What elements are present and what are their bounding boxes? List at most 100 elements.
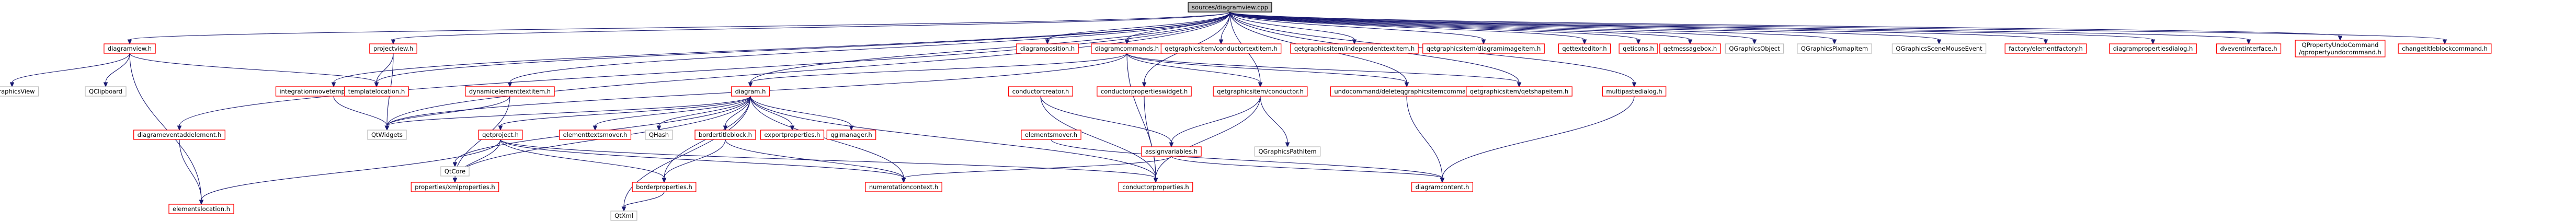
node-box [1466,86,1572,97]
node-box [2398,43,2492,54]
node-dveventinterface-h[interactable]: dveventinterface.h [2216,43,2282,54]
node-label: dveventinterface.h [2220,45,2277,52]
edge-line [1229,11,1585,40]
node-label: qetgraphicsitem/diagramimageitem.h [1427,45,1541,52]
edge-arrowhead [1440,178,1445,183]
edge-line [1229,11,1835,40]
node-box [1160,43,1282,54]
node-diagram-h[interactable]: diagram.h [731,86,770,97]
node-label: qetgraphicsitem/independenttextitem.h [1294,45,1415,52]
node-diagrampropertiesdialog-h[interactable]: diagrampropertiesdialog.h [2109,43,2197,54]
node-bordertitleblock-h[interactable]: bordertitleblock.h [694,130,756,140]
node-conductorproperties-h[interactable]: conductorproperties.h [1118,182,1193,192]
node-qgimanager-h[interactable]: qgimanager.h [826,130,876,140]
edge-arrowhead [1218,39,1224,45]
node-QGraphicsPixmapItem: QGraphicsPixmapItem [1797,43,1872,54]
node-projectview-h[interactable]: projectview.h [369,43,417,54]
node-QtCore: QtCore [440,166,470,177]
edge-line [376,53,394,83]
node-diagramcommands-h[interactable]: diagramcommands.h [1091,43,1163,54]
node-label: undocommand/deleteqgraphicsitemcommand.h [1334,88,1479,95]
node-diagramcontent-h[interactable]: diagramcontent.h [1411,182,1474,192]
edge-line [386,96,751,126]
node-label: conductorpropertieswidget.h [1101,88,1188,95]
edge-root-to-qetmessagebox-h [1229,11,1693,45]
node-qetproject-h[interactable]: qetproject.h [478,130,523,140]
edge-qetgraphicsitem-conductor-h-to-conductorproperties-h [1153,96,1261,183]
node-qetgraphicsitem-qetshapeitem-h[interactable]: qetgraphicsitem/qetshapeitem.h [1466,86,1572,97]
edge-line [1229,11,1484,40]
node-properties-xmlproperties-h[interactable]: properties/xmlproperties.h [411,182,499,192]
node-box [1411,182,1474,192]
node-qetgraphicsitem-diagramimageitem-h[interactable]: qetgraphicsitem/diagramimageitem.h [1422,43,1545,54]
node-exportproperties-h[interactable]: exportproperties.h [760,130,825,140]
edge-line [664,139,726,179]
node-QClipboard: QClipboard [85,86,127,97]
node-qpropertyundocommand-h[interactable]: QPropertyUndoCommand/qpropertyundocomman… [2295,40,2386,57]
node-conductorcreator-h[interactable]: conductorcreator.h [1008,86,1073,97]
node-label: diagrameventaddelement.h [138,131,222,138]
edge-diagram-h-to-elementtextsmover-h [592,96,751,131]
node-changetitleblockcommand-h[interactable]: changetitleblockcommand.h [2398,43,2492,54]
edge-root-to-qpropertyundocommand-h [1229,11,2343,41]
node-conductorpropertieswidget-h[interactable]: conductorpropertieswidget.h [1097,86,1192,97]
node-undocommand-deleteqgraphicsitemcommand-h[interactable]: undocommand/deleteqgraphicsitemcommand.h [1330,86,1484,97]
edge-root-to-qetgraphicsitem-conductortextitem-h [1218,11,1230,45]
edge-diagramcommands-h-to-qetgraphicsitem-conductor-h [1126,53,1263,88]
edge-arrowhead [498,125,503,131]
edge-arrowhead [1169,142,1174,148]
edge-line [1229,11,2445,40]
edge-arrowhead [1153,178,1158,183]
edge-diagramcommands-h-to-conductorproperties-h [1126,53,1158,183]
node-templatelocation-h[interactable]: templatelocation.h [344,86,409,97]
node-label: diagram.h [735,88,766,95]
edge-arrowhead [723,125,728,131]
node-assignvariables-h[interactable]: assignvariables.h [1141,146,1202,157]
edge-line [1047,11,1230,40]
edge-line [1229,11,2341,37]
node-diagramposition-h[interactable]: diagramposition.h [1016,43,1079,54]
node-elementtextsmover-h[interactable]: elementtextsmover.h [558,130,632,140]
edge-arrowhead [849,125,854,131]
edge-arrowhead [1124,39,1130,45]
node-box [1008,86,1073,97]
node-label: diagramcommands.h [1095,45,1159,52]
node-dynamicelementtextitem-h[interactable]: dynamicelementtextitem.h [465,86,555,97]
node-qeticons-h[interactable]: qeticons.h [1618,43,1658,54]
node-qetgraphicsitem-conductor-h[interactable]: qetgraphicsitem/conductor.h [1213,86,1308,97]
node-label: templatelocation.h [348,88,405,95]
node-box [478,130,523,140]
node-box [1021,130,1081,140]
edge-line [1229,11,1639,40]
edge-line [750,96,1156,179]
edge-line [1040,96,1172,143]
node-qetgraphicsitem-independenttextitem-h[interactable]: qetgraphicsitem/independenttextitem.h [1290,43,1419,54]
edge-line [179,139,202,201]
node-box [168,204,234,214]
node-qettexteditor-h[interactable]: qettexteditor.h [1558,43,1611,54]
edge-root-to-integrationmoveelementshandler-h [331,11,1230,88]
edge-line [1229,11,1755,40]
node-diagramview-h[interactable]: diagramview.h [104,43,156,54]
node-borderproperties-h[interactable]: borderproperties.h [632,182,697,192]
node-root[interactable]: sources/diagramview.cpp [1188,2,1272,13]
edge-line [1155,96,1261,179]
node-label: elementsmover.h [1025,131,1077,138]
node-numerotationcontext-h[interactable]: numerotationcontext.h [865,182,942,192]
node-qetgraphicsitem-conductortextitem-h[interactable]: qetgraphicsitem/conductortextitem.h [1160,43,1282,54]
edge-arrowhead [2246,39,2251,45]
node-multipastedialog-h[interactable]: multipastedialog.h [1602,86,1667,97]
node-label: conductorcreator.h [1012,88,1069,95]
node-factory-elementfactory-h[interactable]: factory/elementfactory.h [2004,43,2087,54]
node-elementslocation-h[interactable]: elementslocation.h [168,204,234,214]
edge-line [1171,156,1443,179]
edge-line [1126,53,1156,179]
node-elementsmover-h[interactable]: elementsmover.h [1021,130,1081,140]
node-box [1290,43,1419,54]
edge-root-to-changetitleblockcommand-h [1229,11,2447,45]
node-diagrameventaddelement-h[interactable]: diagrameventaddelement.h [133,130,225,140]
edge-root-to-projectview-h [391,11,1230,45]
node-qetmessagebox-h[interactable]: qetmessagebox.h [1659,43,1721,54]
edge-qetgraphicsitem-conductor-h-to-assignvariables-h [1169,96,1261,148]
edge-line [1144,96,1156,179]
